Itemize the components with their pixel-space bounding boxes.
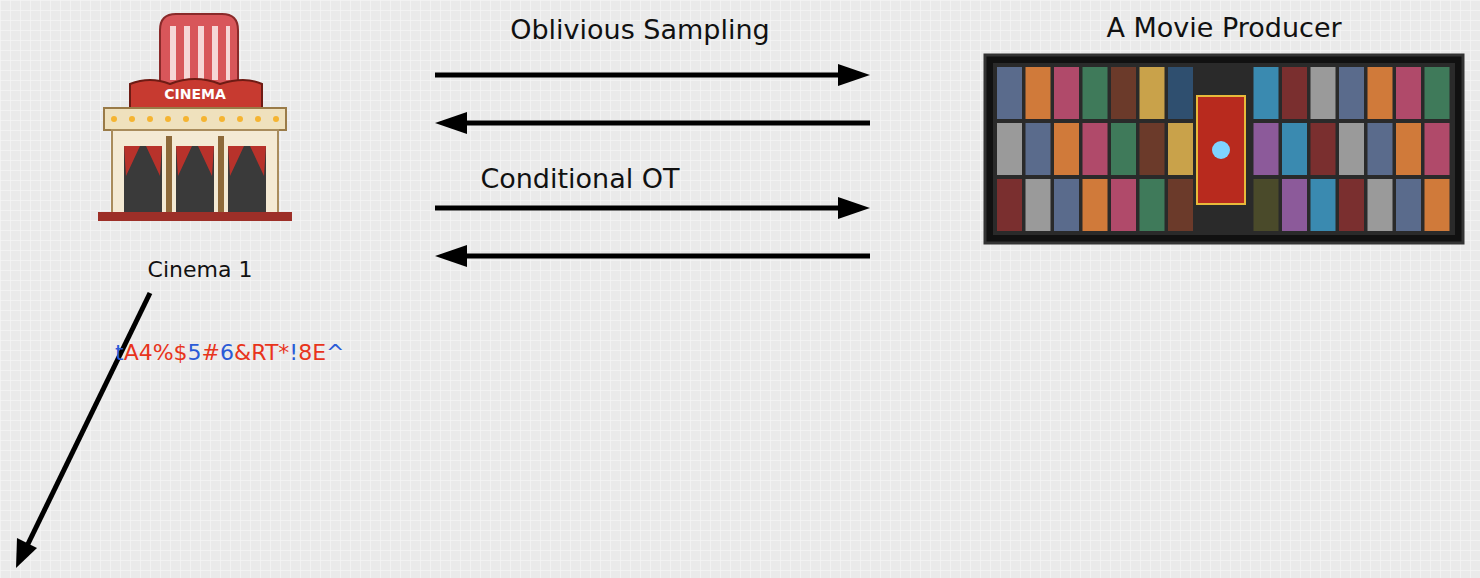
tower-stripes <box>170 26 230 80</box>
protocol-arrow <box>461 254 870 259</box>
movie-poster <box>1396 123 1421 175</box>
movie-poster <box>1282 179 1307 231</box>
movie-poster <box>1254 123 1279 175</box>
movie-poster <box>1425 179 1450 231</box>
leader-arrow <box>16 293 150 568</box>
movie-poster <box>1111 179 1136 231</box>
movie-poster <box>1282 123 1307 175</box>
edge-label: Oblivious Sampling <box>510 14 770 45</box>
ciphertext-label: tA4%$5#6&RT*!8E^ <box>115 340 345 365</box>
protocol-arrow <box>435 73 844 78</box>
cinema-base <box>98 212 292 221</box>
movie-poster <box>1339 123 1364 175</box>
protocol-arrow <box>435 206 844 211</box>
movie-poster <box>1368 179 1393 231</box>
marquee-bulbs <box>111 116 279 122</box>
movie-poster <box>1339 67 1364 119</box>
producer-node: A Movie Producer <box>980 12 1468 248</box>
movie-poster <box>1054 179 1079 231</box>
movie-poster <box>1368 123 1393 175</box>
edge-label: Conditional OT <box>480 163 679 194</box>
movie-poster <box>1026 123 1051 175</box>
movie-poster <box>1140 179 1165 231</box>
movie-poster <box>1168 123 1193 175</box>
featured-poster-emblem <box>1212 141 1230 159</box>
movie-poster <box>1254 179 1279 231</box>
movie-poster <box>1026 179 1051 231</box>
movie-poster <box>1168 179 1193 231</box>
cinema-node: Cinema 1 <box>95 10 305 282</box>
movie-poster <box>1168 67 1193 119</box>
movie-poster <box>1282 67 1307 119</box>
movie-poster <box>1054 67 1079 119</box>
movie-poster <box>1054 123 1079 175</box>
movie-poster <box>1083 123 1108 175</box>
movie-poster <box>1425 67 1450 119</box>
poster-panel <box>993 63 1455 235</box>
movie-poster <box>1083 179 1108 231</box>
cinema-facade <box>112 130 278 214</box>
cinema-marquee <box>104 108 286 130</box>
movie-poster <box>1311 179 1336 231</box>
movie-poster <box>1396 179 1421 231</box>
cinema-icon <box>98 14 292 221</box>
movie-poster <box>1311 123 1336 175</box>
movie-poster <box>997 67 1022 119</box>
movie-poster <box>1026 67 1051 119</box>
movie-poster <box>997 179 1022 231</box>
movie-poster <box>997 123 1022 175</box>
node-label: Cinema 1 <box>148 257 253 282</box>
cinema-doors <box>124 136 266 214</box>
movie-poster <box>1111 67 1136 119</box>
featured-poster <box>1197 96 1245 204</box>
node-heading: A Movie Producer <box>1106 12 1341 43</box>
movie-poster <box>1083 67 1108 119</box>
movie-poster <box>1368 67 1393 119</box>
movie-poster <box>1311 67 1336 119</box>
protocol-arrow <box>461 121 870 126</box>
movie-poster <box>1111 123 1136 175</box>
sign-text: CINEMA <box>164 86 226 102</box>
movie-poster <box>1425 123 1450 175</box>
cinema-tower <box>160 14 238 85</box>
poster-wall <box>985 55 1463 243</box>
movie-poster <box>1339 179 1364 231</box>
movie-poster <box>1254 67 1279 119</box>
movie-poster <box>1140 123 1165 175</box>
cinema-sign <box>130 79 262 108</box>
movie-poster <box>1396 67 1421 119</box>
movie-poster <box>1140 67 1165 119</box>
poster-frame <box>985 55 1463 243</box>
